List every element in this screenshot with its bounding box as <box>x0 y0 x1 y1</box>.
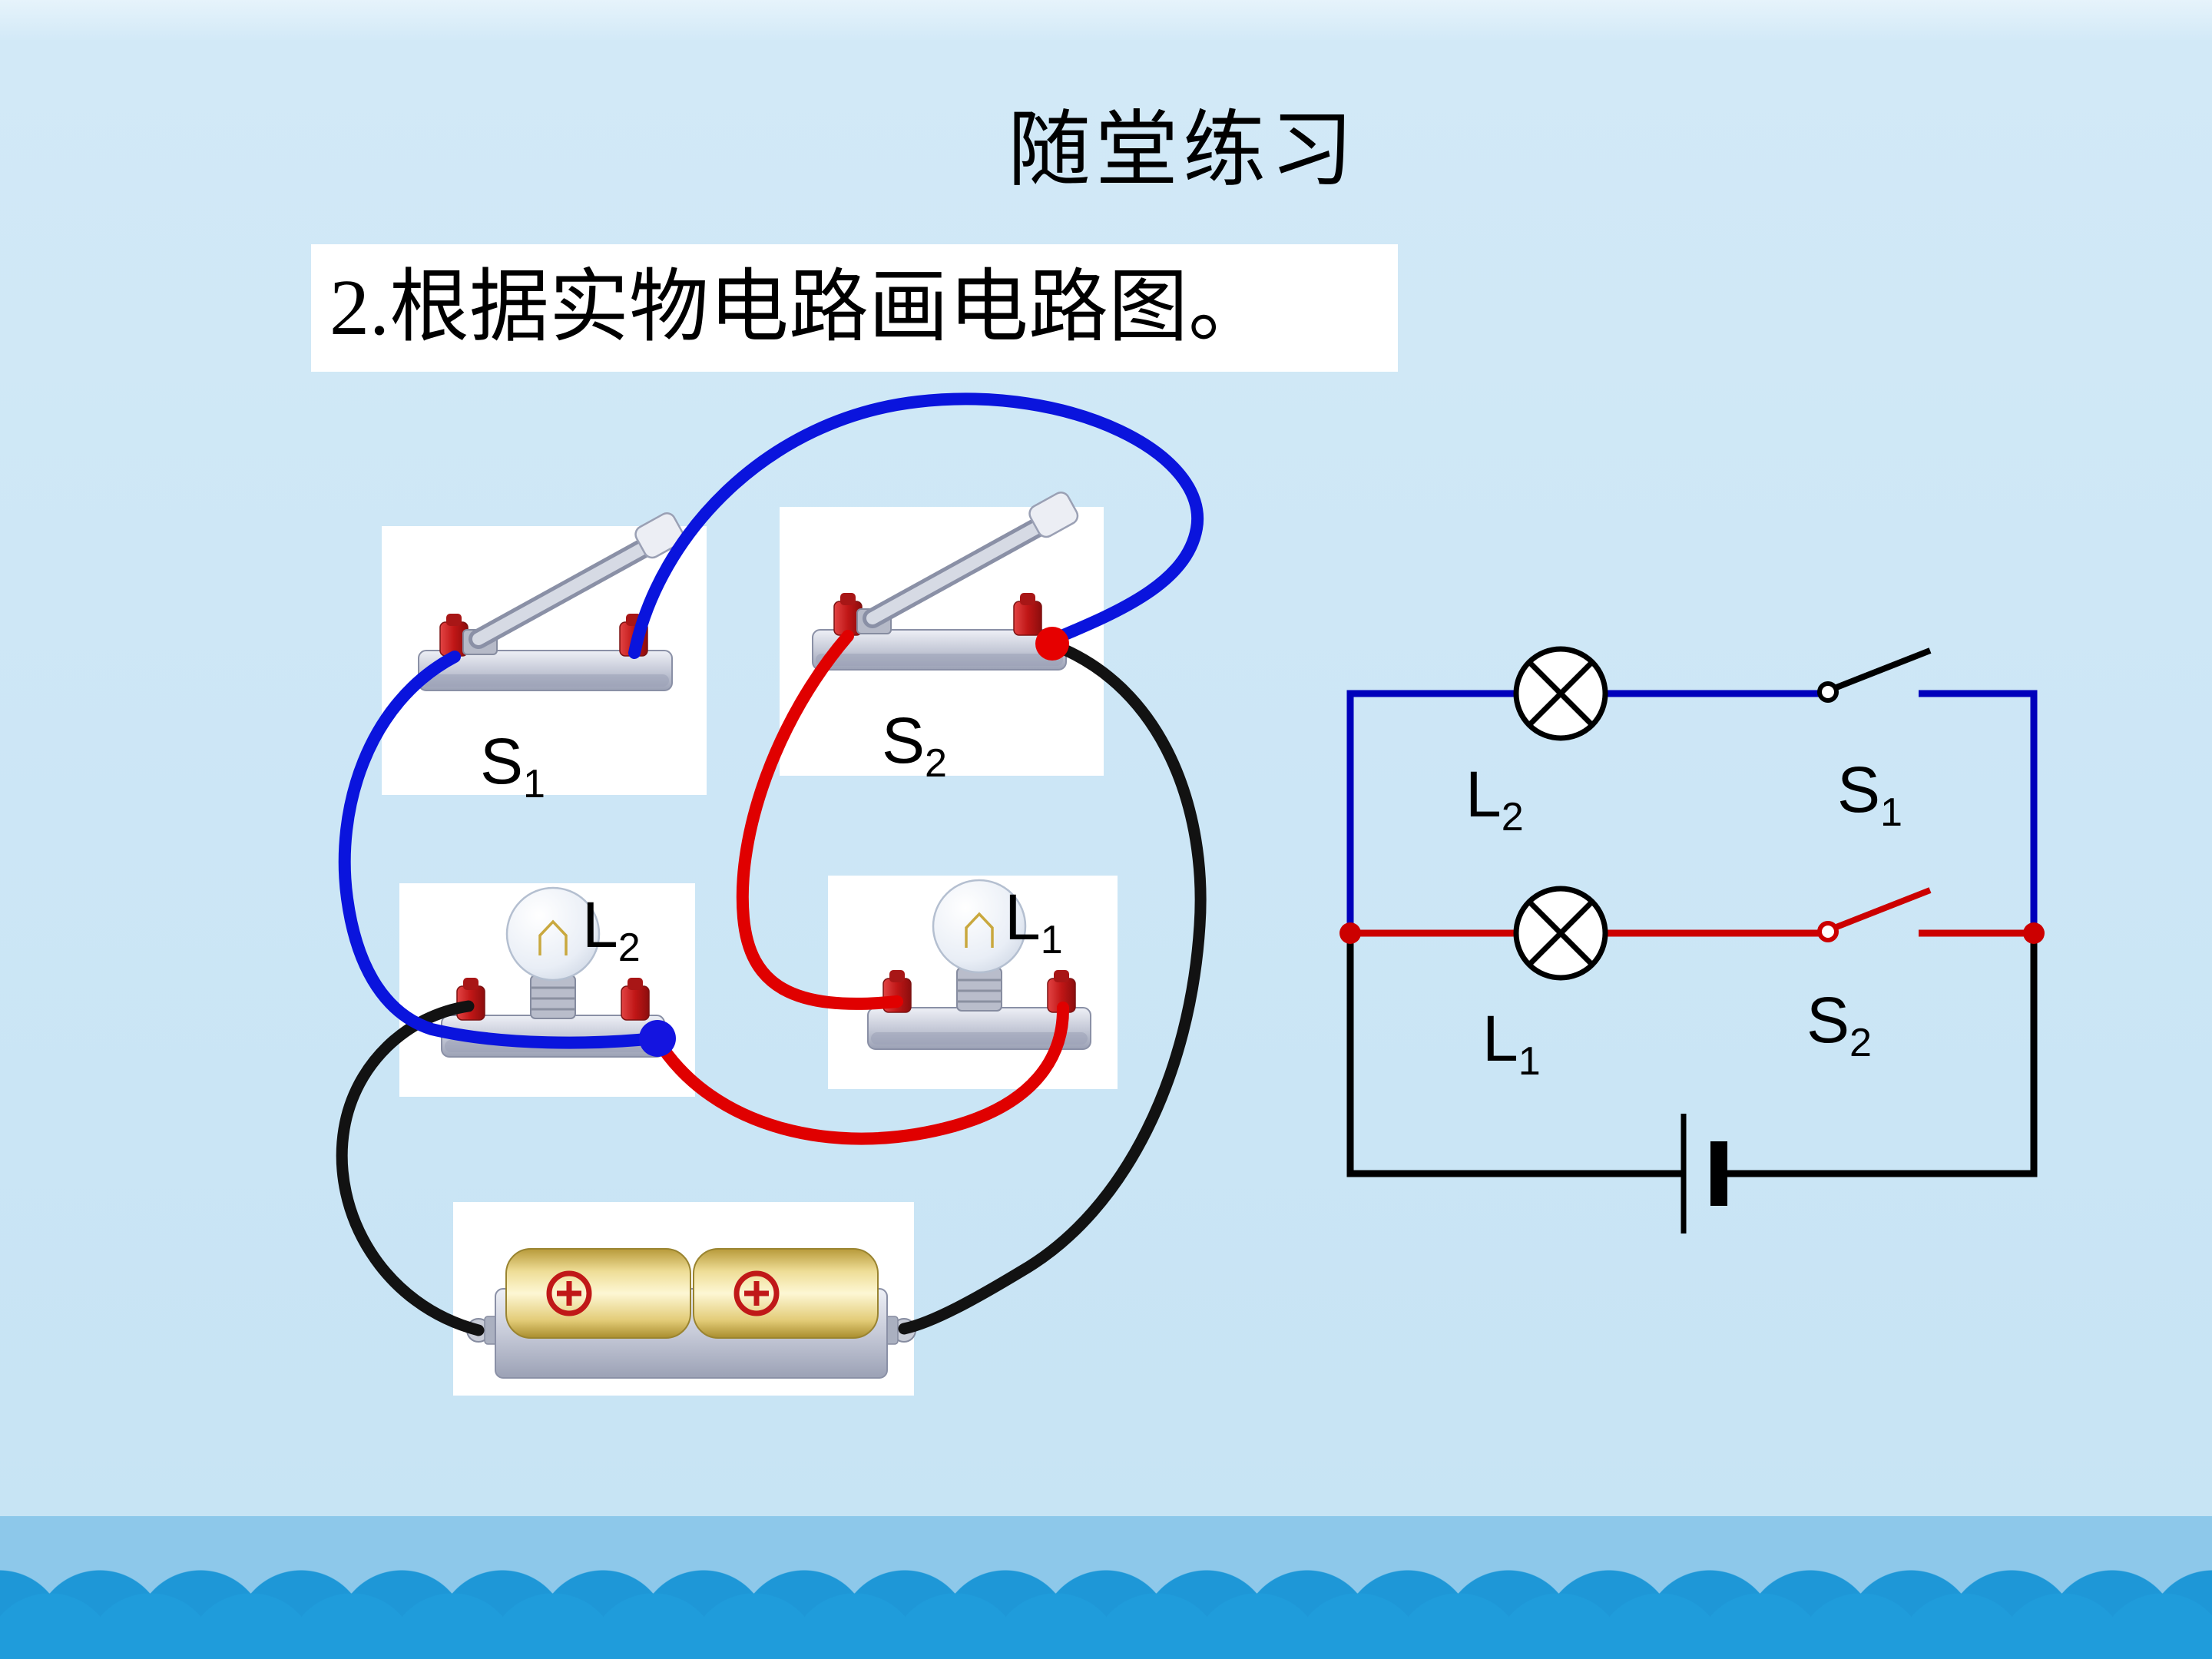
diagram-label-l1: L1 <box>1482 1003 1541 1084</box>
label-sub: 1 <box>1518 1038 1541 1084</box>
label-sub: 2 <box>925 740 947 786</box>
switch-symbol-s2 <box>1817 887 1932 942</box>
label-sub: 1 <box>1040 917 1063 962</box>
label-switch-s2: S2 <box>882 705 947 786</box>
wire-black-s2-to-battery <box>898 639 1207 1335</box>
lamp-symbol-l1 <box>1513 886 1608 981</box>
wire-blue-s1-to-l2 <box>338 651 661 1049</box>
label-sub: 1 <box>523 761 545 806</box>
diagram-wire-blue <box>1346 690 2038 933</box>
switch-symbol-s1 <box>1817 647 1932 703</box>
diagram-junction-right <box>2023 922 2045 944</box>
wire-red-s2-to-l1 <box>736 630 903 1010</box>
label-lamp-l1: L1 <box>1005 882 1063 962</box>
diagram-label-s1: S1 <box>1837 754 1902 835</box>
label-sub: 2 <box>1849 1020 1872 1065</box>
label-base: S <box>1806 984 1850 1056</box>
label-base: L <box>1005 881 1041 953</box>
label-sub: 1 <box>1880 790 1902 835</box>
label-base: S <box>480 725 524 797</box>
circuit-diagram <box>1339 646 2045 1233</box>
battery-symbol <box>1681 1114 1727 1233</box>
diagram-wire-black <box>1346 933 2038 1177</box>
label-switch-s1: S1 <box>480 726 545 806</box>
page-title: 随堂练习 <box>1007 105 1358 197</box>
diagram-label-s2: S2 <box>1806 985 1872 1065</box>
label-base: L <box>582 889 618 961</box>
wave-scallops-front <box>0 1593 2212 1659</box>
label-base: L <box>1482 1002 1518 1075</box>
label-lamp-l2: L2 <box>582 889 641 970</box>
label-sub: 2 <box>1501 794 1524 839</box>
battery-pack-graphic <box>467 1249 916 1378</box>
wire-black-battery-to-l2 <box>336 1000 485 1336</box>
label-base: S <box>882 704 926 777</box>
diagram-junction-left <box>1339 922 1361 944</box>
diagram-label-l2: L2 <box>1465 759 1524 839</box>
lamp-symbol-l2 <box>1513 646 1608 741</box>
question-box: 2.根据实物电路画电路图。 <box>311 244 1398 372</box>
wire-blue-s1-to-s2 <box>628 392 1204 659</box>
junction-dot-blue <box>639 1020 676 1057</box>
label-base: L <box>1465 758 1502 830</box>
label-sub: 2 <box>618 925 641 970</box>
label-base: S <box>1837 753 1881 826</box>
junction-dot-red <box>1035 627 1069 661</box>
wire-red-l2-to-l1 <box>651 1002 1070 1145</box>
